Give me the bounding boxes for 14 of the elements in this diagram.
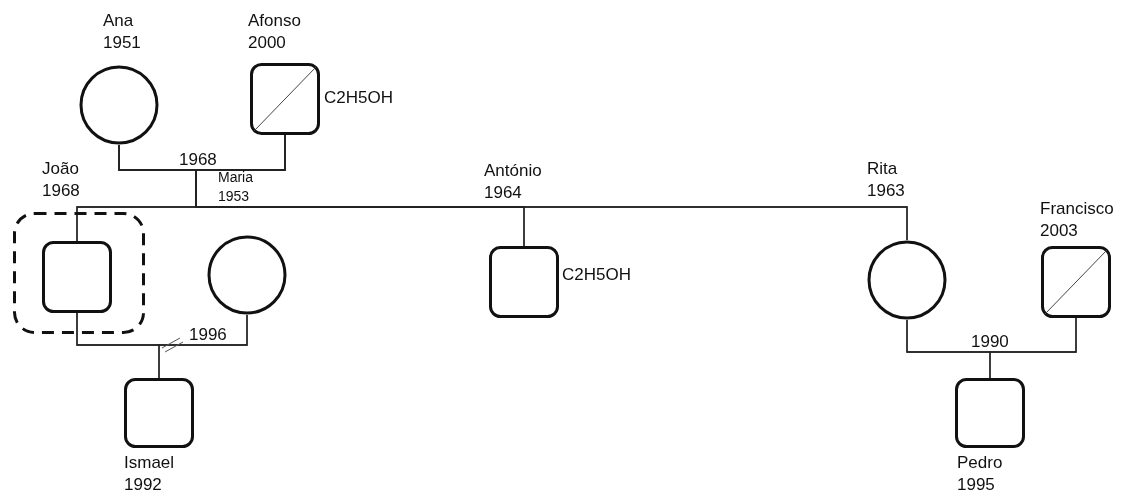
annotation-text: C2H5OH — [562, 264, 631, 286]
person-label: Maria 1953 — [218, 168, 253, 206]
person-label: João 1968 — [42, 158, 80, 202]
person-label: Afonso 2000 — [248, 10, 301, 54]
person-label: António 1964 — [484, 160, 542, 204]
person-label: Ana 1951 — [103, 10, 141, 54]
person-label: Pedro 1995 — [957, 452, 1003, 496]
annotation-text: C2H5OH — [324, 87, 393, 109]
person-label: Rita 1963 — [867, 158, 905, 202]
descent-line — [989, 317, 1077, 379]
person-label: Francisco 2003 — [1040, 198, 1114, 242]
descent-line — [195, 134, 908, 241]
person-label: Ismael 1992 — [124, 452, 175, 496]
descent-line — [158, 314, 248, 379]
